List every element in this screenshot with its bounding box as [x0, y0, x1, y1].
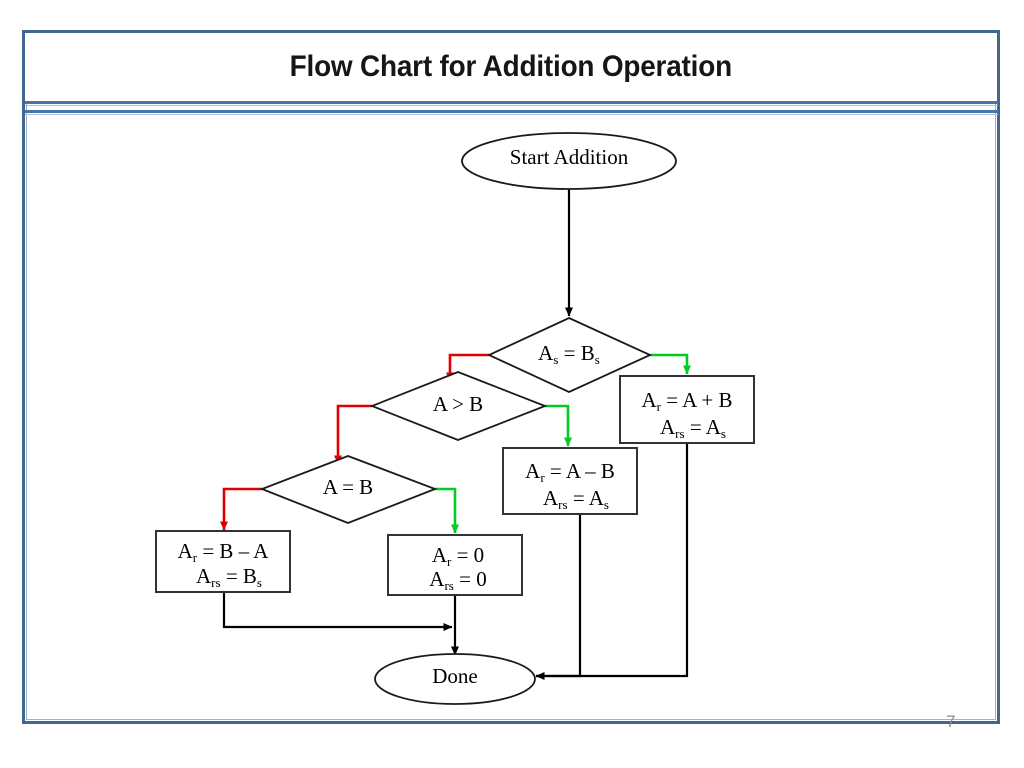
title-rule-top [25, 101, 998, 104]
process1-l2-sub2: s [721, 426, 726, 441]
page-title: Flow Chart for Addition Operation [289, 50, 733, 83]
process3-l1-a: A [178, 539, 194, 563]
process3-l1-rest: = B – A [197, 539, 269, 563]
process3-l2-mid: = B [221, 564, 257, 588]
edge-box3-to-done [222, 592, 453, 631]
process1-l1-rest: = A + B [661, 388, 733, 412]
process2-l1-sub: r [540, 470, 545, 485]
edge-box2-to-done [535, 514, 582, 680]
process4-line1: Ar = 0 [432, 543, 484, 569]
title-rule-bottom [25, 110, 998, 113]
process4-l2-rest: = 0 [454, 567, 487, 591]
process1-l2-sub: rs [675, 426, 684, 441]
process2-l2-sub2: s [604, 497, 609, 512]
done-ellipse [374, 653, 536, 705]
title-rule-bottom-light [25, 114, 998, 115]
process1-line1: Ar = A + B [641, 388, 732, 414]
node-start[interactable]: Start Addition [461, 132, 677, 190]
decision1-sub-s2: s [595, 352, 600, 367]
process3-l2-a: A [196, 564, 212, 588]
title-area: Flow Chart for Addition Operation [25, 33, 997, 101]
decision1-a: A [538, 341, 554, 365]
start-label: Start Addition [510, 145, 629, 169]
process4-line2: Ars = 0 [429, 567, 486, 593]
process3-l2-sub: rs [211, 575, 220, 590]
process2-line1: Ar = A – B [525, 459, 615, 485]
process4-l1-sub: r [447, 554, 452, 569]
decision1-eq: = B [558, 341, 594, 365]
start-ellipse [461, 132, 677, 190]
node-decision-a-greater-b[interactable]: A > B [369, 371, 548, 441]
process1-box [619, 375, 755, 444]
process3-l1-sub: r [193, 550, 198, 565]
process2-l1-a: A [525, 459, 541, 483]
process4-l1-a: A [432, 543, 448, 567]
node-process-subtract-ba[interactable]: Ar = B – A Ars = Bs [155, 530, 291, 593]
process4-l2-sub: rs [444, 578, 453, 593]
process3-l2-sub2: s [257, 575, 262, 590]
edge-decision3-false [220, 487, 262, 531]
process2-line2: Ars = As [543, 486, 609, 512]
edge-decision1-false [446, 353, 489, 382]
process3-line1: Ar = B – A [178, 539, 270, 565]
node-decision-a-equals-b[interactable]: A = B [259, 455, 438, 524]
node-process-zero[interactable]: Ar = 0 Ars = 0 [387, 534, 523, 596]
process1-l2-mid: = A [685, 415, 722, 439]
process2-l2-a: A [543, 486, 559, 510]
process4-box [387, 534, 523, 596]
process1-l1-sub: r [657, 399, 662, 414]
process1-l2-a: A [660, 415, 676, 439]
process3-line2: Ars = Bs [196, 564, 262, 590]
decision2-label: A > B [433, 392, 483, 416]
process1-l1-a: A [641, 388, 657, 412]
decision1-label: As = Bs [538, 341, 600, 367]
edge-decision3-true [435, 487, 459, 534]
edge-box1-to-done [536, 443, 689, 678]
process2-l2-sub: rs [558, 497, 567, 512]
process2-l2-mid: = A [568, 486, 605, 510]
process2-box [502, 447, 638, 515]
node-process-subtract-ab[interactable]: Ar = A – B Ars = As [502, 447, 638, 515]
decision3-diamond [259, 455, 438, 524]
done-label: Done [432, 664, 478, 688]
title-rule-top-light [25, 105, 998, 106]
process2-l1-rest: = A – B [545, 459, 615, 483]
decision3-label: A = B [323, 475, 373, 499]
decision1-diamond [486, 317, 653, 393]
page-number: 7 [946, 712, 956, 731]
process4-l2-a: A [429, 567, 445, 591]
edge-decision1-true [650, 353, 691, 375]
node-decision-as-equals-bs[interactable]: As = Bs [486, 317, 653, 393]
node-process-add[interactable]: Ar = A + B Ars = As [619, 375, 755, 444]
process1-line2: Ars = As [660, 415, 726, 441]
node-done[interactable]: Done [374, 653, 536, 705]
decision2-diamond [369, 371, 548, 441]
decision1-sub-s: s [553, 352, 558, 367]
process3-box [155, 530, 291, 593]
process4-l1-rest: = 0 [451, 543, 484, 567]
edge-decision2-false [334, 404, 372, 465]
edge-decision2-true [545, 404, 572, 447]
